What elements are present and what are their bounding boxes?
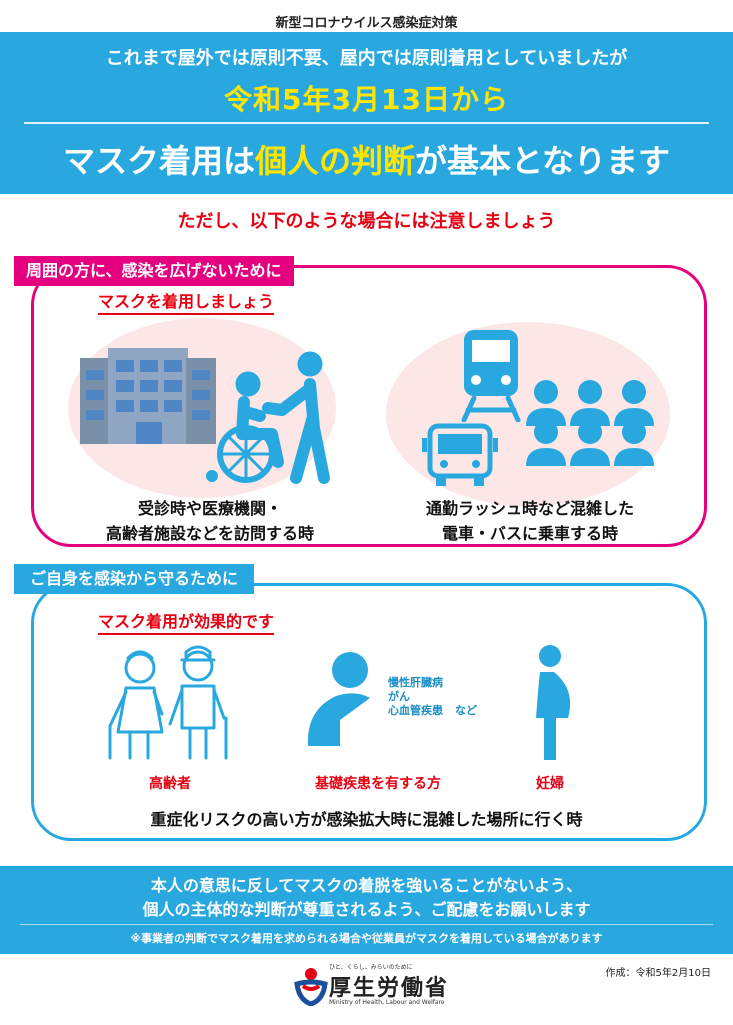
request-text: 本人の意思に反してマスクの着脱を強いることがないよう、 個人の主体的な判断が尊重…: [0, 874, 733, 922]
headline-post: が基本となります: [414, 142, 671, 180]
pregnant-label: 妊婦: [536, 776, 564, 792]
risk-text: 重症化リスクの高い方が感染拡大時に混雑した場所に行く時: [150, 810, 583, 829]
header-banner: これまで屋外では原則不要、屋内では原則着用としていましたが 令和5年3月13日か…: [0, 32, 733, 194]
request-line2: 個人の主体的な判断が尊重されるよう、ご配慮をお願いします: [142, 900, 591, 919]
left-caption-line1: 受診時や医療機関・: [137, 499, 282, 518]
disease-list: 慢性肝臓病 がん 心血管疾患など: [388, 676, 477, 718]
headline-highlight: 個人の判断: [254, 142, 415, 180]
logo-name: 厚生労働省: [329, 976, 450, 1001]
disease-liver: 慢性肝臓病: [388, 676, 443, 689]
effective-date: 令和5年3月13日から: [224, 83, 509, 116]
section1-subtitle: マスクを着用しましょう: [98, 291, 275, 315]
section1-tag: 周囲の方に、感染を広げないために: [14, 256, 294, 286]
section2-subtitle: マスク着用が効果的です: [98, 611, 275, 635]
person-icon: [307, 652, 370, 746]
headline: マスク着用は個人の判断が基本となります: [0, 136, 733, 182]
footer-banner: 本人の意思に反してマスクの着脱を強いることがないよう、 個人の主体的な判断が尊重…: [0, 866, 733, 954]
hospital-building-icon: [80, 348, 216, 444]
banner-divider: [24, 122, 709, 124]
left-caption-line2: 高齢者施設などを訪問する時: [105, 524, 314, 543]
section1-left-caption: 受診時や医療機関・ 高齢者施設などを訪問する時: [60, 496, 360, 546]
employer-note: ※事業者の判断でマスク着用を求められる場合や従業員がマスクを着用している場合があ…: [130, 932, 603, 945]
section2-panel: [31, 583, 707, 841]
caution-text: ただし、以下のような場合には注意しましょう: [177, 211, 556, 232]
crowd-icon: [526, 380, 654, 466]
underlying-label: 基礎疾患を有する方: [315, 776, 441, 792]
pregnant-woman-icon: [536, 645, 571, 760]
mhlw-logo-icon: [294, 968, 328, 1006]
section1-right-caption: 通勤ラッシュ時など混雑した 電車・バスに乗車する時: [380, 496, 680, 546]
right-caption-line1: 通勤ラッシュ時など混雑した: [425, 499, 634, 518]
intro-text: これまで屋外では原則不要、屋内では原則着用としていましたが: [105, 48, 628, 69]
right-caption-line2: 電車・バスに乗車する時: [441, 524, 618, 543]
footer-divider: [20, 924, 713, 925]
elderly-couple-icon: [108, 645, 228, 760]
disease-cardio: 心血管疾患: [388, 704, 443, 717]
logo-tagline: ひと、くらし、みらいのために: [329, 964, 413, 971]
disease-cancer: がん: [388, 690, 410, 703]
wheelchair-caregiver-icon: [206, 351, 330, 484]
elderly-label: 高齢者: [149, 776, 191, 792]
bus-icon: [422, 423, 498, 486]
section2-tag: ご自身を感染から守るために: [14, 564, 255, 594]
request-line1: 本人の意思に反してマスクの着脱を強いることがないよう、: [150, 876, 583, 895]
train-icon: [461, 330, 521, 422]
mhlw-logo: ひと、くらし、みらいのために 厚生労働省 Ministry of Health,…: [285, 962, 465, 1012]
disease-etc: など: [455, 704, 477, 717]
category-label: 新型コロナウイルス感染症対策: [275, 16, 458, 31]
created-date: 作成：令和5年2月10日: [605, 968, 711, 979]
logo-english: Ministry of Health, Labour and Welfare: [329, 999, 445, 1006]
headline-pre: マスク着用は: [62, 142, 255, 180]
